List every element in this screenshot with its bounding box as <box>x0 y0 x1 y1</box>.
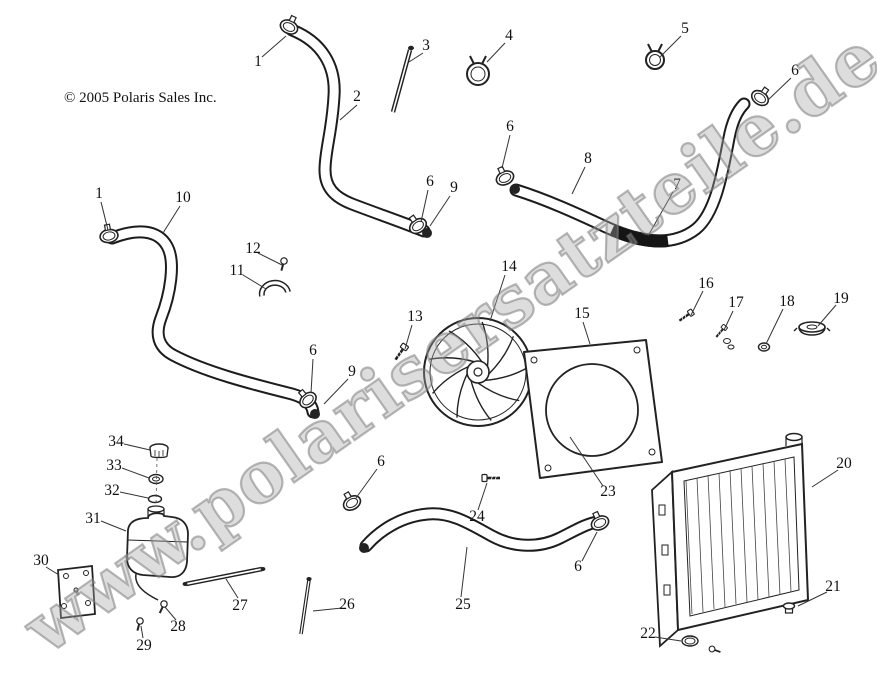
callout-6: 6 <box>791 62 799 79</box>
callout-29: 29 <box>136 637 152 654</box>
callout-24: 24 <box>469 508 485 525</box>
callout-26: 26 <box>339 596 355 613</box>
callout-11: 11 <box>229 262 245 279</box>
bottom-hose <box>359 507 604 553</box>
callout-20: 20 <box>836 455 852 472</box>
lower-radiator-hose <box>105 225 320 419</box>
callout-8: 8 <box>584 150 592 167</box>
filler-neck <box>785 432 803 446</box>
seal-ring <box>148 473 164 485</box>
callout-2: 2 <box>353 88 361 105</box>
callout-25: 25 <box>455 596 471 613</box>
rod-part3 <box>390 45 414 113</box>
spring-clamp <box>645 43 665 70</box>
callout-6: 6 <box>309 342 317 359</box>
bottle-body <box>126 505 189 601</box>
leader-lines <box>45 35 839 642</box>
callout-9: 9 <box>348 363 356 380</box>
callout-16: 16 <box>698 275 714 292</box>
callout-14: 14 <box>501 258 517 275</box>
drain-plug <box>782 602 796 614</box>
callout-30: 30 <box>33 552 49 569</box>
callout-23: 23 <box>600 483 616 500</box>
callout-5: 5 <box>681 20 689 37</box>
callout-13: 13 <box>407 308 423 325</box>
callout-21: 21 <box>825 578 841 595</box>
saddle-clamp-part11 <box>258 279 291 297</box>
callout-6: 6 <box>574 558 582 575</box>
callout-17: 17 <box>728 294 744 311</box>
callout-12: 12 <box>245 240 261 257</box>
callout-7: 7 <box>673 176 681 193</box>
rod-part26 <box>299 577 312 635</box>
callout-33: 33 <box>106 457 122 474</box>
callout-6: 6 <box>506 118 514 135</box>
washer-and-screw-part22 <box>681 635 723 656</box>
callout-3: 3 <box>422 37 430 54</box>
upper-radiator-hose <box>285 23 432 238</box>
o-ring <box>147 494 163 504</box>
copyright-text: © 2005 Polaris Sales Inc. <box>64 90 217 106</box>
crossover-hose <box>509 97 751 248</box>
nut-part18 <box>757 342 771 352</box>
coolant-bottle <box>126 443 189 601</box>
callout-1: 1 <box>95 185 103 202</box>
callout-1: 1 <box>254 53 262 70</box>
callout-28: 28 <box>170 618 186 635</box>
rod-part27 <box>182 566 266 587</box>
callout-10: 10 <box>175 189 191 206</box>
callout-22: 22 <box>640 625 656 642</box>
callout-15: 15 <box>574 305 590 322</box>
callout-9: 9 <box>450 179 458 196</box>
fan-shroud <box>523 339 663 479</box>
callout-34: 34 <box>108 433 124 450</box>
hose-sleeve <box>609 224 669 248</box>
mounting-bracket <box>57 564 96 620</box>
callout-19: 19 <box>833 290 849 307</box>
callout-4: 4 <box>505 27 513 44</box>
radiator-cap <box>793 321 831 336</box>
bottle-cap <box>149 443 169 459</box>
callout-6: 6 <box>426 173 434 190</box>
callout-27: 27 <box>232 597 248 614</box>
spring-clamp <box>466 55 490 86</box>
radiator <box>651 432 810 648</box>
callout-6: 6 <box>377 453 385 470</box>
callout-31: 31 <box>85 510 101 527</box>
bolt-part17 <box>713 323 735 350</box>
callout-32: 32 <box>104 482 120 499</box>
callout-18: 18 <box>779 293 795 310</box>
